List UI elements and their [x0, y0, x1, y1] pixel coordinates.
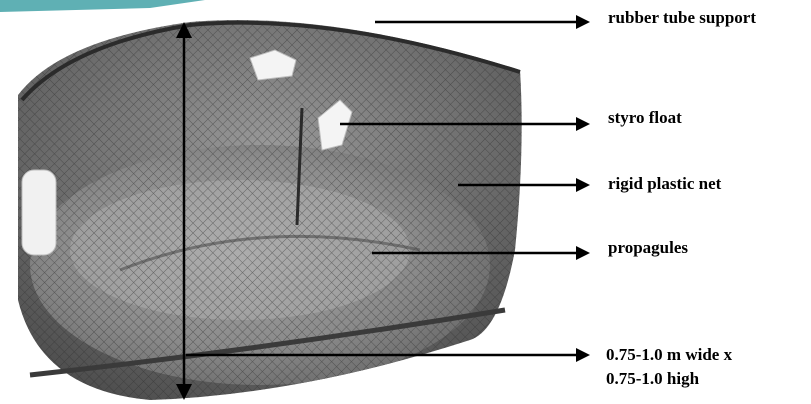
- label-styro-float: styro float: [608, 106, 682, 130]
- label-dimensions: 0.75-1.0 m wide x 0.75-1.0 high: [606, 343, 732, 391]
- callout-arrow-rubber-tube: [375, 15, 590, 29]
- label-rubber-tube-support: rubber tube support: [608, 6, 756, 30]
- styro-float-left: [22, 170, 56, 255]
- label-propagules: propagules: [608, 236, 688, 260]
- label-dimensions-line1: 0.75-1.0 m wide x: [606, 343, 732, 367]
- background-teal-corner: [0, 0, 205, 12]
- label-rigid-plastic-net: rigid plastic net: [608, 172, 721, 196]
- label-dimensions-line2: 0.75-1.0 high: [606, 367, 732, 391]
